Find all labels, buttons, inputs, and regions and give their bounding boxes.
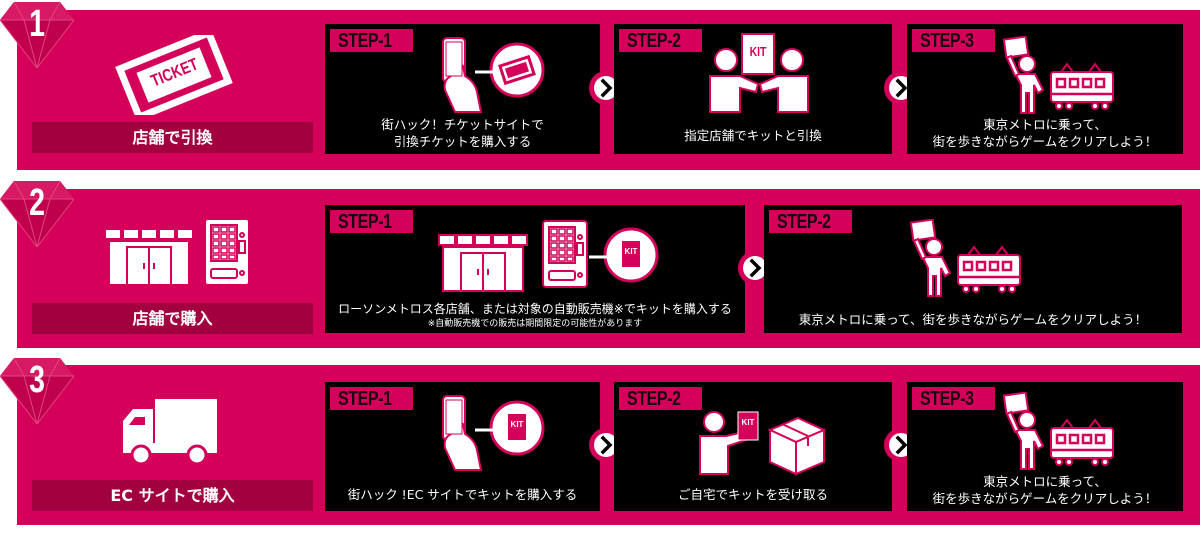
- person-train-icon: [904, 219, 1024, 303]
- step-card: STEP-1 街ハック！チケットサイトで 引換チケットを購入する: [325, 24, 600, 154]
- step-card: STEP-3 東京メトロに乗って、 街を歩きながらゲームをクリアしよう！: [907, 24, 1183, 154]
- kit-label: KIT: [749, 44, 767, 59]
- person-kit-box-icon: KIT: [698, 410, 828, 482]
- step-tag: STEP-1: [329, 209, 415, 234]
- step-card: STEP-2 KIT ご自宅でキットを受け取る: [614, 382, 892, 511]
- step-card: STEP-1 KIT 街ハック !EC サイトでキットを購入する: [325, 382, 600, 511]
- step-tag: STEP-2: [618, 386, 704, 411]
- footnote: ※自動販売機での販売は期間限定の可能性があります: [427, 319, 643, 329]
- step-card: STEP-3 東京メトロに乗って、 街を歩きながらゲームをクリアしよう！: [907, 382, 1183, 511]
- section-store-exchange: TICKET 店舗で引換 STEP-1 街ハック！チケットサイトで 引換チケット…: [17, 10, 1200, 170]
- step-card: STEP-2 東京メトロに乗って、街を歩きながらゲームをクリアしよう！: [764, 205, 1182, 333]
- step-tag: STEP-1: [329, 386, 415, 411]
- step-tag: STEP-1: [329, 28, 415, 53]
- section-ec-purchase: EC サイトで購入 STEP-1 KIT 街ハック !EC サイトでキットを購入…: [17, 365, 1200, 525]
- speech-bubble-kit-icon: KIT: [589, 227, 659, 287]
- step-card: STEP-2 KIT 指定店舗でキットと引換: [614, 24, 892, 154]
- kit-label: KIT: [624, 247, 638, 256]
- speech-bubble-kit-icon: KIT: [475, 400, 545, 460]
- step-tag: STEP-3: [911, 386, 997, 411]
- method-label: 店舗で引換: [32, 122, 313, 153]
- kit-handover-icon: KIT: [704, 32, 814, 118]
- number-badge-3: 3: [0, 356, 74, 424]
- store-icon: [437, 233, 529, 297]
- step-card: STEP-1 KIT ローソンメトロス各店舗、または対象の自動販売機※でキットを…: [325, 205, 745, 333]
- step-tag: STEP-2: [618, 28, 704, 53]
- step-tag: STEP-3: [911, 28, 997, 53]
- kit-label: KIT: [510, 420, 524, 429]
- number-badge-2: 2: [0, 179, 74, 247]
- section-store-purchase: 店舗で購入 STEP-1 KIT ローソンメトロス各店舗、または対象の自動販売機…: [17, 189, 1200, 348]
- step-tag: STEP-2: [768, 209, 854, 234]
- delivery-truck-icon: [121, 399, 221, 469]
- ticket-icon: TICKET: [114, 28, 234, 122]
- kit-label: KIT: [741, 418, 755, 427]
- person-train-icon: [997, 36, 1117, 120]
- person-train-icon: [997, 392, 1117, 476]
- method-label: 店舗で購入: [32, 303, 313, 334]
- method-label: EC サイトで購入: [32, 480, 313, 511]
- number-badge-1: 1: [0, 0, 74, 68]
- vending-machine-icon: [541, 219, 589, 295]
- speech-bubble-ticket-icon: [475, 42, 545, 102]
